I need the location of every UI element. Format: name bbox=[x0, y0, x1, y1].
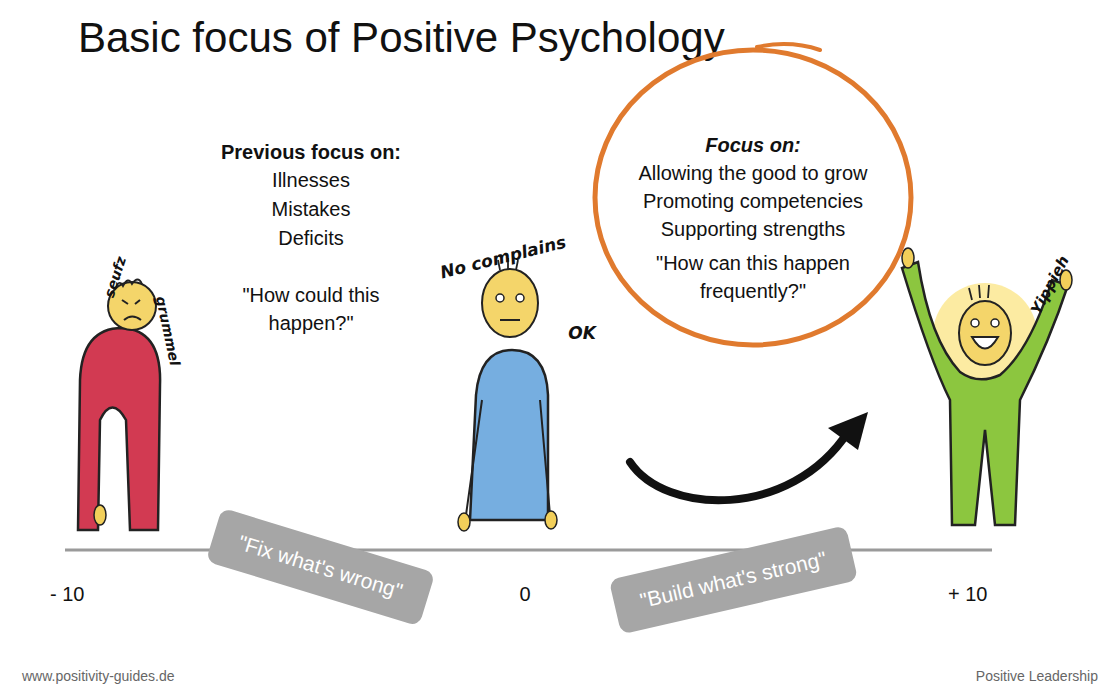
growth-arrow bbox=[630, 432, 848, 500]
arms bbox=[466, 400, 550, 515]
motto-text: "Fix what's wrong" bbox=[234, 529, 405, 606]
motto-tag: "Build what's strong" bbox=[608, 525, 857, 634]
motto-tag: "Fix what's wrong" bbox=[205, 508, 434, 627]
list-item: Deficits bbox=[206, 224, 416, 252]
scale-value: + 10 bbox=[948, 580, 1008, 608]
head bbox=[482, 269, 538, 337]
arrow-head bbox=[828, 412, 868, 450]
handwritten-note: No complains bbox=[428, 228, 579, 286]
hand bbox=[902, 248, 914, 268]
footer-url: www.positivity-guides.de bbox=[22, 662, 282, 690]
hand bbox=[458, 513, 470, 531]
title: Basic focus of Positive Psychology bbox=[78, 12, 725, 64]
eyes bbox=[122, 300, 140, 304]
hair bbox=[969, 285, 989, 300]
list-item: Allowing the good to grow bbox=[603, 159, 903, 187]
hand bbox=[94, 505, 106, 525]
eye bbox=[496, 294, 504, 302]
list-item: Illnesses bbox=[206, 166, 416, 194]
sigh-word: seufz bbox=[96, 241, 135, 313]
sad-figure bbox=[78, 280, 160, 531]
scale-value: - 10 bbox=[50, 580, 110, 608]
heading: Focus on: bbox=[603, 131, 903, 159]
eye bbox=[991, 319, 999, 327]
neutral-figure bbox=[458, 258, 557, 531]
grumble-word: grummel bbox=[151, 290, 185, 372]
scale-line bbox=[65, 549, 992, 552]
cheer-word: Yippieh bbox=[1023, 245, 1076, 324]
question: "How can this happen frequently?" bbox=[638, 249, 868, 305]
heading: Previous focus on: bbox=[206, 138, 416, 166]
list-item: Supporting strengths bbox=[603, 215, 903, 243]
circle-text: Focus on:Allowing the good to growPromot… bbox=[590, 131, 916, 305]
focus-circle: Focus on:Allowing the good to growPromot… bbox=[590, 45, 916, 350]
mouth bbox=[972, 337, 998, 349]
hand bbox=[545, 511, 557, 529]
mouth bbox=[124, 317, 141, 321]
circle-stroke bbox=[595, 50, 911, 345]
list-item: Promoting competencies bbox=[603, 187, 903, 215]
motto-text: "Build what's strong" bbox=[637, 545, 829, 615]
eye bbox=[971, 319, 979, 327]
body bbox=[470, 350, 548, 520]
mouth bbox=[500, 319, 520, 321]
body bbox=[78, 328, 160, 530]
question: "How could this happen?" bbox=[216, 281, 406, 337]
handwritten-note: OK bbox=[562, 322, 602, 344]
scale-value: 0 bbox=[505, 580, 545, 608]
list-item: Mistakes bbox=[206, 195, 416, 223]
eye bbox=[516, 294, 524, 302]
footer-note: Positive Leadership bbox=[880, 662, 1098, 690]
head bbox=[959, 301, 1011, 365]
